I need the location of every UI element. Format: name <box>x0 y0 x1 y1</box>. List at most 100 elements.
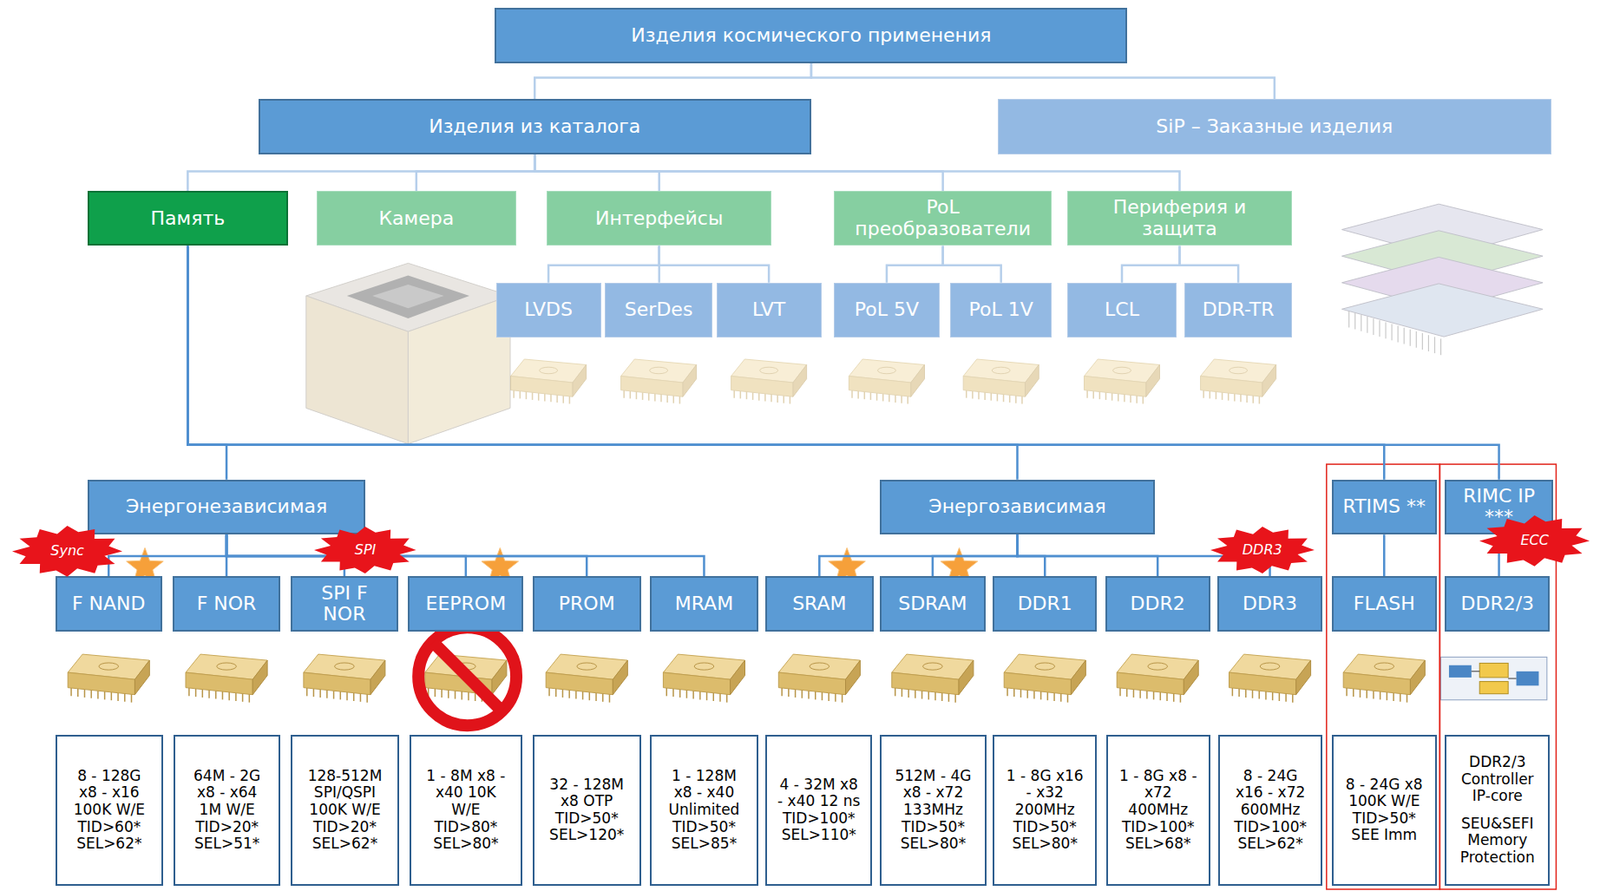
chip-pin <box>1359 689 1362 698</box>
spec-box: 32 - 128M x8 OTP TID>50* SEL>120* <box>532 734 642 886</box>
tree-connector <box>811 63 1275 99</box>
spec-box: 8 - 24G x8 100K W/E TID>50* SEE Imm <box>1331 734 1437 886</box>
chip-pin <box>673 395 676 404</box>
node-label: DDR2/3 <box>1461 593 1535 615</box>
chip-pin <box>787 688 790 697</box>
chip-pin <box>1133 689 1135 698</box>
sip-pin <box>1354 313 1356 330</box>
memory-chip-picture <box>778 654 860 703</box>
spec-box: 4 - 32M x8 - x40 12 ns TID>100* SEL>110* <box>765 734 873 886</box>
node-label: Энергозависимая <box>928 496 1106 518</box>
spec-text: 64M - 2G x8 - x64 1M W/E TID>20* SEL>51* <box>185 767 269 853</box>
spec-box: 1 - 8G x8 - x72 400MHz TID>100* SEL>68* <box>1106 734 1211 886</box>
interface-chip-picture <box>848 359 925 404</box>
chip-pin <box>595 693 597 702</box>
chip-pin <box>965 390 968 399</box>
chip-logo <box>1113 367 1132 374</box>
node-label: SDRAM <box>898 593 967 615</box>
spec-text: 1 - 8G x16 - x32 200MHz TID>50* SEL>80* <box>1003 767 1087 853</box>
spec-text: 1 - 8G x8 - x72 400MHz TID>100* SEL>68* <box>1116 767 1200 853</box>
chip-pin <box>1202 390 1205 399</box>
tree-connector <box>108 534 227 577</box>
node-label: Периферия и защита <box>1073 196 1286 239</box>
category-box: Изделия космического применения <box>494 7 1128 64</box>
chip-logo <box>577 662 597 670</box>
node-label: DDR1 <box>1017 593 1073 615</box>
node-label: FLASH <box>1353 593 1416 615</box>
chip-pin <box>222 691 224 700</box>
camera-sensor <box>372 284 444 309</box>
chip-pin <box>1126 688 1128 697</box>
starburst-badge: SPI <box>314 526 417 574</box>
chip-pin <box>857 391 860 400</box>
chip-pin <box>752 392 755 400</box>
node-label: Sync <box>50 543 85 559</box>
sip-pin <box>1360 314 1362 332</box>
faded-category-box: Периферия и защита <box>1067 190 1292 247</box>
sip-picture <box>1342 203 1544 355</box>
controller-block <box>1516 671 1540 686</box>
camera-side <box>306 295 409 445</box>
chip-pin <box>568 689 571 698</box>
spec-text: DDR2/3 Controller IP-core <box>1455 754 1540 806</box>
chip-pin <box>642 392 644 400</box>
spec-box: DDR2/3 Controller IP-coreSEU&SEFI Memory… <box>1444 734 1550 886</box>
tree-connector <box>416 154 535 191</box>
chip-side <box>1146 365 1161 398</box>
selected-category-box: Память <box>87 190 289 247</box>
chip-pin <box>1020 689 1023 698</box>
chip-pin <box>512 390 515 399</box>
chip-pin <box>654 393 656 402</box>
chip-pin <box>1067 694 1069 702</box>
node-label: DDR3 <box>1242 593 1298 615</box>
chip-pin <box>1135 395 1138 404</box>
tree-connector <box>1179 245 1239 282</box>
chip-pin <box>582 691 584 700</box>
chip-pin <box>764 393 767 402</box>
interface-chip-picture <box>1084 359 1161 404</box>
chip-pin <box>1352 688 1355 697</box>
starburst-badge: DDR3 <box>1210 526 1315 574</box>
chip-pin <box>1386 692 1389 701</box>
chip-pin <box>326 689 328 698</box>
controller-diagram-picture <box>1441 656 1548 700</box>
chip-pin <box>1092 391 1095 400</box>
node-label: SPI F NOR <box>297 583 391 625</box>
tree-connector <box>943 245 1002 282</box>
chip-pin <box>434 688 437 697</box>
chip-pin <box>679 689 682 698</box>
chip-pin <box>1086 390 1089 399</box>
controller-frame <box>1441 656 1548 700</box>
chip-pin <box>1239 394 1242 403</box>
camera-picture <box>306 262 511 444</box>
category-box: DDR1 <box>992 576 1097 632</box>
chip-pin <box>814 691 817 700</box>
spec-box: 1 - 8G x16 - x32 200MHz TID>50* SEL>80* <box>992 734 1097 886</box>
category-box: Изделия из каталога <box>258 98 812 155</box>
chip-pin <box>70 688 73 696</box>
highlight-frame <box>1326 464 1441 890</box>
controller-block <box>1479 662 1509 677</box>
chip-pin <box>801 689 804 698</box>
chip-pin <box>1129 394 1132 403</box>
chip-pin <box>1003 394 1005 403</box>
node-label: LVT <box>752 299 786 321</box>
chip-pin <box>948 694 951 702</box>
chip-side <box>572 365 587 398</box>
chip-pin <box>983 392 986 400</box>
memory-chip-picture <box>303 654 386 703</box>
chip-pin <box>660 394 663 403</box>
chip-pin <box>208 689 210 698</box>
node-label: LCL <box>1104 299 1140 321</box>
chip-pin <box>319 689 322 698</box>
chip-pin <box>548 688 551 696</box>
category-box: SRAM <box>765 576 874 632</box>
chip-pin <box>1265 691 1267 700</box>
node-label: Изделия из каталога <box>428 116 641 138</box>
faded-product-box: LVT <box>716 282 822 339</box>
category-box: Энергонезависимая <box>87 479 366 536</box>
chip-pin <box>1252 395 1254 404</box>
spec-text: SEU&SEFI Memory Protection <box>1455 815 1540 867</box>
chip-logo <box>760 367 779 374</box>
chip-pin <box>454 690 457 699</box>
